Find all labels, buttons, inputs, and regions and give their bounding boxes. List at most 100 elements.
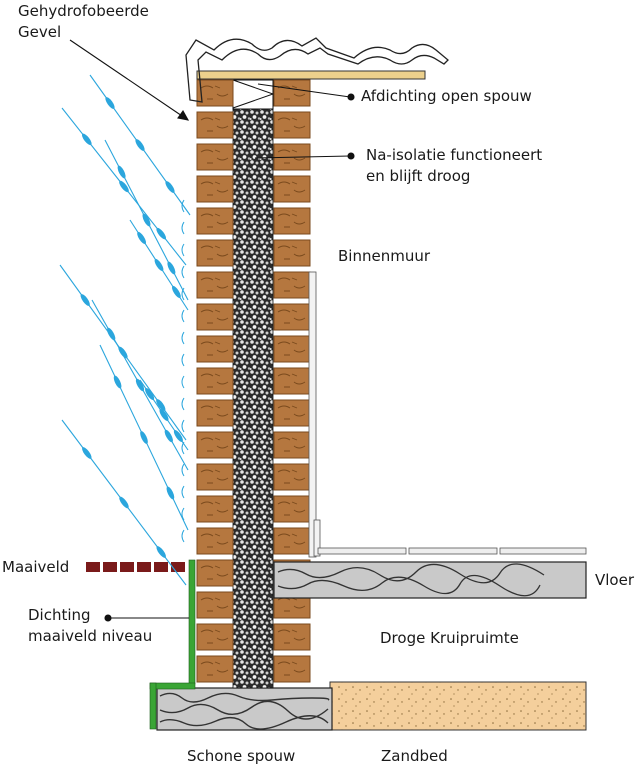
rain-drop — [82, 447, 92, 459]
brick-texture — [277, 117, 306, 132]
rain-splash — [181, 419, 185, 433]
rain-drop — [82, 133, 92, 146]
outer-brick — [196, 79, 234, 107]
rain-drop — [164, 429, 173, 443]
label-afdichting-open-spouw: Afdichting open spouw — [361, 87, 532, 105]
brick-texture — [277, 405, 306, 420]
brick-texture — [200, 245, 229, 260]
outer-brick — [196, 591, 234, 619]
brick-texture — [277, 181, 306, 196]
afdichting-open-spouw — [232, 79, 275, 110]
rain-drop — [145, 388, 155, 400]
brick-texture — [200, 149, 229, 164]
brick-texture — [277, 85, 306, 100]
outer-brick — [196, 367, 234, 395]
buitenmuur-bricks — [196, 79, 234, 683]
rain-splash — [181, 353, 185, 367]
rain-drop — [135, 378, 145, 392]
inner-brick — [273, 623, 311, 651]
rain-splash — [181, 529, 185, 543]
inner-brick — [273, 655, 311, 683]
inner-brick — [273, 303, 311, 331]
label-gevel-line1: Gehydrofobeerde — [18, 2, 149, 20]
rain-splash — [181, 463, 185, 477]
brick-texture — [277, 309, 306, 324]
rain-drop — [113, 375, 122, 389]
outer-brick — [196, 335, 234, 363]
rain-drop — [140, 431, 148, 444]
label-na-isolatie-line2: en blijft droog — [366, 167, 471, 185]
rain-drop — [118, 346, 128, 359]
rain-splash — [181, 375, 185, 389]
rain-splash — [181, 243, 185, 257]
rain-drop — [119, 180, 129, 193]
outer-brick — [196, 559, 234, 587]
rain-drop — [119, 496, 129, 509]
outer-brick — [196, 207, 234, 235]
brick-texture — [200, 309, 229, 324]
rain-splash — [181, 331, 185, 345]
inner-brick — [273, 495, 311, 523]
label-na-isolatie: Na-isolatie functioneert en blijft droog — [366, 145, 542, 187]
label-droge-kruipruimte: Droge Kruipruimte — [380, 629, 519, 647]
outer-brick — [196, 623, 234, 651]
rain-drop — [173, 430, 183, 442]
rain-drop — [117, 165, 126, 179]
label-schone-spouw: Schone spouw — [187, 747, 296, 765]
brick-texture — [200, 565, 229, 580]
outer-brick — [196, 527, 234, 555]
rain-drop — [156, 227, 166, 240]
zandbed — [329, 681, 587, 731]
brick-texture — [277, 661, 306, 676]
brick-texture — [200, 213, 229, 228]
brick-texture — [200, 85, 229, 100]
rain-drop — [172, 285, 181, 299]
rain-splash — [181, 221, 185, 235]
rain-drop — [105, 97, 115, 109]
inner-brick — [273, 111, 311, 139]
foundation-footing — [156, 687, 333, 731]
cavity-insulation — [232, 107, 274, 689]
rain-drop — [167, 261, 176, 275]
rain-drop — [135, 139, 145, 151]
binnenmuur-finish — [308, 271, 321, 558]
inner-brick — [273, 79, 311, 107]
brick-texture — [200, 117, 229, 132]
brick-texture — [277, 149, 306, 164]
brick-texture — [277, 245, 306, 260]
brick-texture — [277, 213, 306, 228]
brick-texture — [277, 629, 306, 644]
brick-texture — [277, 533, 306, 548]
leader-lines — [69, 39, 355, 622]
label-zandbed: Zandbed — [381, 747, 448, 765]
label-vloer: Vloer — [595, 571, 635, 589]
rain-drop — [165, 181, 175, 193]
brick-texture — [277, 341, 306, 356]
brick-texture — [200, 181, 229, 196]
brick-texture — [200, 341, 229, 356]
inner-brick — [273, 175, 311, 203]
inner-brick — [273, 335, 311, 363]
coping-board — [196, 70, 426, 80]
brick-texture — [200, 469, 229, 484]
brick-texture — [277, 277, 306, 292]
rain-drop — [156, 399, 166, 411]
inner-brick — [273, 239, 311, 267]
rain — [59, 74, 191, 586]
outer-brick — [196, 495, 234, 523]
label-gehydrofobeerde-gevel: Gehydrofobeerde Gevel — [18, 1, 149, 43]
inner-brick — [273, 463, 311, 491]
dichting-maaiveld-niveau — [149, 559, 196, 730]
inner-brick — [273, 527, 311, 555]
rain-drop — [142, 213, 151, 227]
brick-texture — [200, 597, 229, 612]
brick-texture — [200, 437, 229, 452]
rain-splash — [181, 507, 185, 521]
outer-brick — [196, 431, 234, 459]
rain-drop — [154, 258, 164, 272]
outer-brick — [196, 111, 234, 139]
label-dichting-line2: maaiveld niveau — [28, 627, 153, 645]
rain-drop — [80, 294, 90, 306]
brick-texture — [200, 501, 229, 516]
rain-splash — [181, 287, 185, 301]
